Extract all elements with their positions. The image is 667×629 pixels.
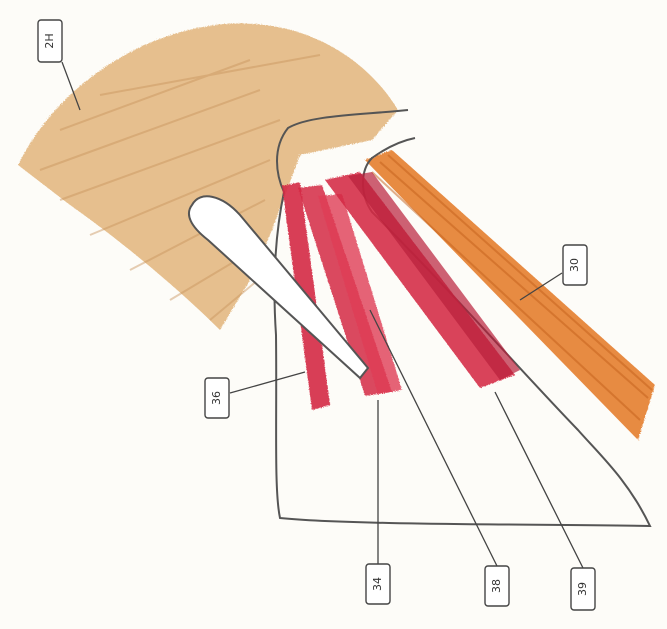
label-38: 38	[485, 566, 509, 606]
svg-text:30: 30	[568, 258, 581, 272]
label-39: 39	[571, 568, 595, 610]
svg-text:34: 34	[371, 577, 384, 591]
svg-text:39: 39	[576, 582, 589, 596]
label-30: 30	[563, 245, 587, 285]
red-muscles	[282, 172, 520, 410]
label-2H: 2H	[38, 20, 62, 62]
orange-muscle	[365, 150, 655, 440]
svg-text:36: 36	[210, 391, 223, 405]
svg-text:38: 38	[490, 579, 503, 593]
label-34: 34	[366, 564, 390, 604]
svg-text:2H: 2H	[43, 33, 56, 48]
label-36: 36	[205, 378, 229, 418]
